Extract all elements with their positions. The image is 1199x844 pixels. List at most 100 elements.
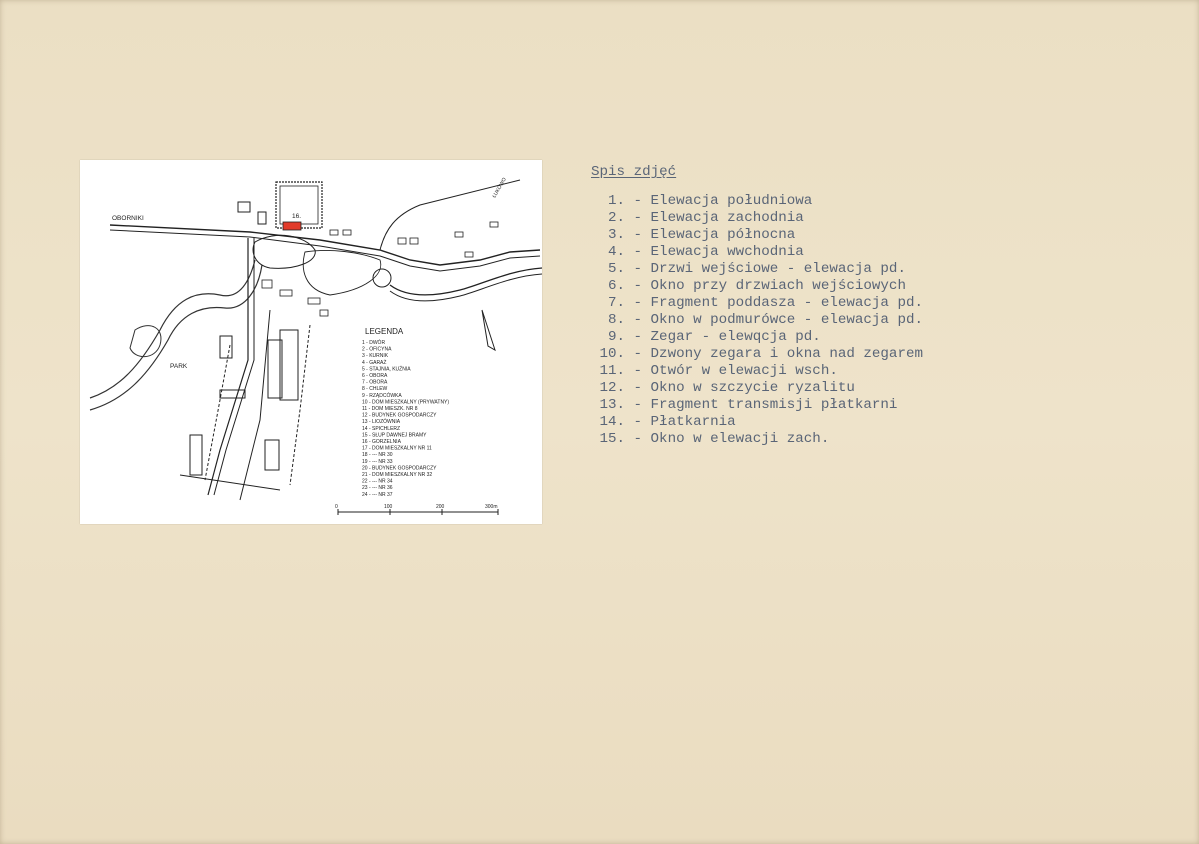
road-main (109, 224, 541, 266)
map-label-building-16: 16. (292, 213, 301, 220)
photo-list-item: 9. - Zegar - elewqcja pd. (591, 329, 1171, 346)
fence-south (179, 474, 281, 491)
legend-item: 20 - BUDYNEK GOSPODARCZY (362, 465, 437, 471)
photo-list-item-text: Elewacja południowa (650, 193, 813, 209)
legend-item: 4 - GARAŻ (362, 359, 386, 366)
legend-item: 5 - STAJNIA, KUŹNIA (362, 365, 411, 372)
legend-item: 3 - KURNIK (362, 353, 389, 359)
photo-list-item-number: 2. (607, 210, 625, 226)
building-yard-3 (307, 297, 321, 305)
legend-item: 14 - SPICHLERZ (362, 426, 400, 432)
photo-list-item-text: Okno w podmurówce - elewacja pd. (650, 312, 923, 328)
legend-item: 22 - --- NR 34 (362, 479, 393, 485)
photo-list-item-text: Fragment poddasza - elewacja pd. (650, 295, 923, 311)
photo-list-item: 15. - Okno w elewacji zach. (591, 431, 1171, 448)
photo-list-item-dash: - (625, 346, 651, 362)
photo-list-item-text: Elewacja północna (650, 227, 796, 243)
photo-list-item: 14. - Płatkarnia (591, 414, 1171, 431)
legend-item: 15 - SŁUP DAWNEJ BRAMY (362, 432, 427, 438)
photo-list-item-dash: - (625, 363, 651, 379)
photo-list-item-dash: - (625, 261, 651, 277)
photo-list-item-dash: - (625, 210, 651, 226)
photo-list-item: 11. - Otwór w elewacji wsch. (591, 363, 1171, 380)
building-barn-6 (267, 339, 283, 399)
photo-list-item-text: Drzwi wejściowe - elewacja pd. (650, 261, 906, 277)
legend-title: LEGENDA (365, 327, 404, 336)
photo-list-item-number: 11. (599, 363, 625, 379)
road-north (379, 179, 521, 251)
photo-list-item-dash: - (625, 244, 651, 260)
building-barn-7 (279, 329, 299, 401)
photo-list-item: 2. - Elewacja zachodnia (591, 210, 1171, 227)
photo-list-item-number: 13. (599, 397, 625, 413)
photo-list-item-dash: - (625, 312, 651, 328)
photo-list-item-text: Okno w szczycie ryzalitu (650, 380, 855, 396)
photo-list-item-number: 4. (607, 244, 625, 260)
photo-list-item-text: Fragment transmisji płatkarni (650, 397, 898, 413)
legend-item: 10 - DOM MIESZKALNY (PRYWATNY) (362, 399, 449, 405)
building-row-3 (397, 237, 407, 245)
photo-list-item-number: 7. (607, 295, 625, 311)
building-south-b (264, 439, 280, 471)
roundabout (372, 268, 392, 288)
photo-list-title: Spis zdjęć (591, 164, 677, 180)
photo-list-item: 8. - Okno w podmurówce - elewacja pd. (591, 312, 1171, 329)
road-southeast (389, 267, 542, 296)
photo-list-item-text: Płatkarnia (650, 414, 736, 430)
photo-list-item-dash: - (625, 397, 651, 413)
walled-yard (275, 181, 323, 229)
photo-list-item-number: 9. (607, 329, 625, 345)
north-arrow (481, 309, 496, 352)
photo-list-item: 5. - Drzwi wejściowe - elewacja pd. (591, 261, 1171, 278)
building-north-b (257, 211, 267, 225)
photo-list-item: 7. - Fragment poddasza - elewacja pd. (591, 295, 1171, 312)
site-plan-map: OBORNIKI ŁUKOWO PARK 16. LEGENDA 1 - DWÓ… (89, 177, 542, 515)
site-plan-photo: OBORNIKI ŁUKOWO PARK 16. LEGENDA 1 - DWÓ… (80, 160, 542, 524)
highlighted-building (282, 221, 302, 231)
road-main-edge (109, 229, 541, 272)
photo-list-item-dash: - (625, 431, 651, 447)
building-row-4 (409, 237, 419, 245)
photo-list-item-dash: - (625, 193, 651, 209)
river-bank (89, 264, 263, 411)
legend-item: 13 - LIOZÓWNIA (362, 418, 401, 425)
photo-list-item-number: 8. (607, 312, 625, 328)
fence-west (204, 344, 231, 481)
photo-list-item-number: 10. (599, 346, 625, 362)
photo-list-item-text: Okno przy drzwiach wejściowych (650, 278, 906, 294)
fence-east (289, 324, 311, 486)
legend-item: 18 - --- NR 30 (362, 452, 393, 458)
photo-list-item-number: 14. (599, 414, 625, 430)
legend-item: 6 - OBORA (362, 373, 388, 379)
photo-list-item-text: Elewacja wwchodnia (650, 244, 804, 260)
legend-item: 2 - OFICYNA (362, 347, 392, 353)
legend-item: 17 - DOM MIESZKALNY NR 11 (362, 446, 432, 452)
photo-list-item-text: Elewacja zachodnia (650, 210, 804, 226)
photo-list-item-text: Dzwony zegara i okna nad zegarem (650, 346, 923, 362)
photo-list-item-number: 3. (607, 227, 625, 243)
building-row-1 (329, 229, 339, 236)
legend-item: 24 - --- NR 37 (362, 492, 393, 498)
photo-list-item-number: 1. (607, 193, 625, 209)
building-row-7 (489, 221, 499, 228)
photo-list-item-dash: - (625, 227, 651, 243)
building-row-6 (464, 251, 474, 258)
map-label-road-ne: ŁUKOWO (492, 177, 508, 199)
legend-item: 1 - DWÓR (362, 339, 385, 346)
photo-list-item: 3. - Elewacja północna (591, 227, 1171, 244)
photo-list-item-number: 6. (607, 278, 625, 294)
road-southeast-edge (389, 273, 542, 302)
photo-list-item: 1. - Elewacja południowa (591, 193, 1171, 210)
lane-east (239, 309, 271, 501)
legend-item: 9 - RZĄDCÓWKA (362, 392, 402, 399)
river (89, 259, 256, 399)
building-south-a (189, 434, 203, 476)
scale-label-2: 200 (436, 504, 445, 510)
photo-list-item: 10. - Dzwony zegara i okna nad zegarem (591, 346, 1171, 363)
photo-list-item: 4. - Elewacja wwchodnia (591, 244, 1171, 261)
photo-list-item-dash: - (625, 278, 651, 294)
